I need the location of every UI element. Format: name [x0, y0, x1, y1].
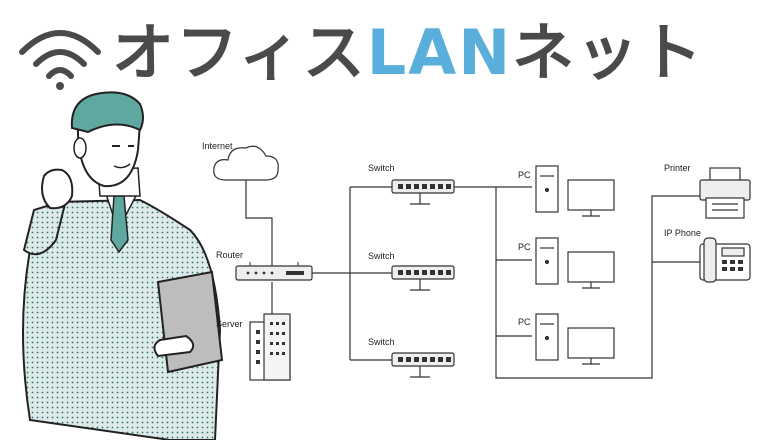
switch-icon: [391, 265, 455, 280]
switch-icon: [391, 179, 455, 194]
phone-icon: [699, 237, 751, 283]
title-part-office: オフィス: [112, 16, 367, 89]
server-icon: [249, 313, 291, 381]
pc-icon: [535, 313, 615, 365]
switch-label: Switch: [368, 163, 395, 173]
server-label: Server: [216, 319, 243, 329]
switch-label: Switch: [368, 337, 395, 347]
ipphone-label: IP Phone: [664, 228, 701, 238]
router-icon: [235, 262, 313, 281]
title-part-net: ネット: [512, 16, 705, 89]
page-title: オフィスLANネット: [112, 22, 704, 84]
pc-icon: [535, 237, 615, 289]
switch-label: Switch: [368, 251, 395, 261]
pc-label: PC: [518, 170, 531, 180]
connection-lines: [245, 180, 700, 379]
internet-label: Internet: [202, 141, 233, 151]
cloud-icon: [213, 145, 279, 181]
pc-icon: [535, 165, 615, 217]
pc-label: PC: [518, 317, 531, 327]
pc-label: PC: [518, 242, 531, 252]
printer-label: Printer: [664, 163, 691, 173]
wifi-icon: [19, 30, 101, 90]
router-label: Router: [216, 250, 244, 260]
title-part-lan: LAN: [366, 16, 513, 89]
businessman-illustration: [22, 91, 224, 440]
switch-icon: [391, 352, 455, 367]
printer-icon: [699, 167, 751, 219]
